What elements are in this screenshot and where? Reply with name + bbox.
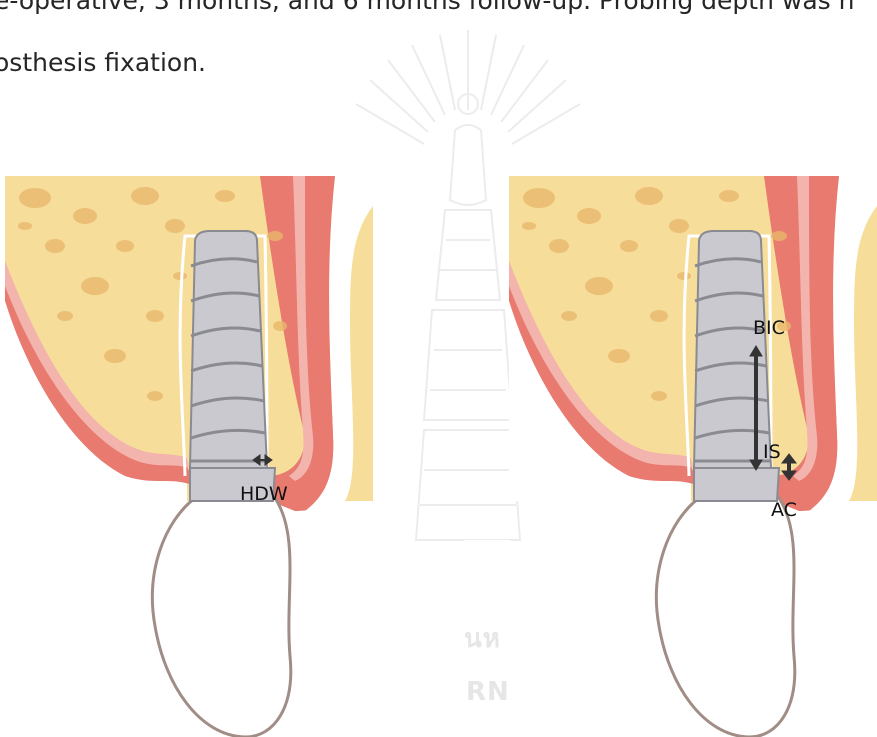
tooth-crown xyxy=(152,498,290,737)
implant-collar xyxy=(694,468,779,501)
watermark-text-1: นห xyxy=(464,618,501,659)
implant-diagram-hdw: HDW xyxy=(5,176,373,737)
label-ac: AC xyxy=(771,500,797,520)
tooth-crown xyxy=(656,498,794,737)
watermark-text-2: RN xyxy=(466,677,510,707)
label-is: IS xyxy=(763,442,781,462)
implant-diagram-bic-is-ac: BIC IS AC xyxy=(509,176,877,737)
label-bic: BIC xyxy=(753,318,785,338)
implant-illustration-left xyxy=(5,176,373,737)
implant-illustration-right xyxy=(509,176,877,737)
label-hdw: HDW xyxy=(240,484,288,504)
